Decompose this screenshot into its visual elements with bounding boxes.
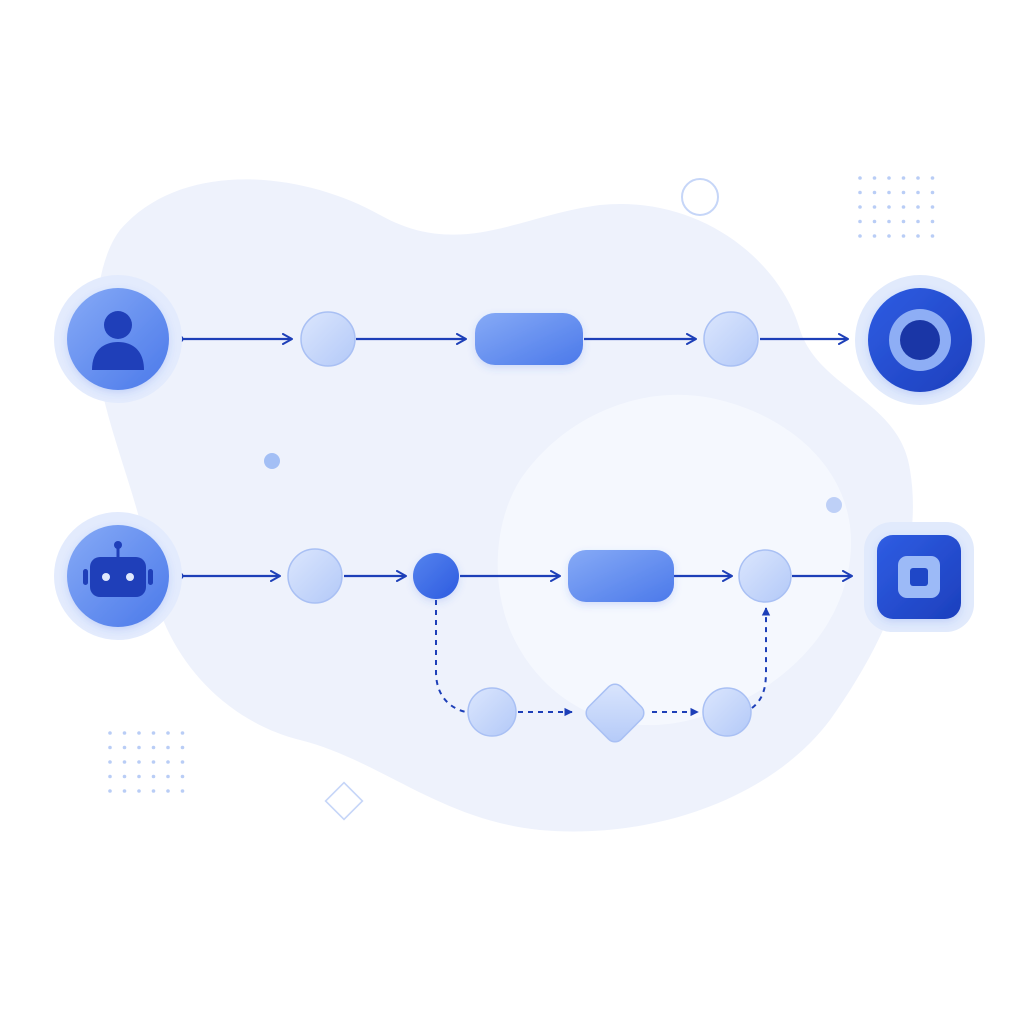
branch-step-diamond xyxy=(585,683,645,743)
flow-step-pill xyxy=(568,550,674,602)
grid-dot xyxy=(108,774,112,779)
grid-dot xyxy=(151,745,156,750)
target-icon xyxy=(889,309,951,371)
grid-dot xyxy=(166,731,170,735)
grid-dot xyxy=(872,190,877,195)
grid-dot xyxy=(137,731,141,735)
bottom-flow-row xyxy=(54,512,974,743)
robot-actor-node xyxy=(54,512,182,640)
grid-dot xyxy=(872,205,877,209)
grid-dot xyxy=(180,760,185,764)
robot-icon xyxy=(83,541,153,597)
grid-dot xyxy=(930,190,935,195)
grid-dot xyxy=(137,760,141,764)
grid-dot xyxy=(180,745,185,750)
grid-dot xyxy=(137,774,141,779)
decor-ring xyxy=(681,178,719,216)
grid-dot xyxy=(901,234,906,238)
grid-dot xyxy=(858,234,862,238)
grid-dot xyxy=(151,774,156,779)
grid-dot xyxy=(872,219,877,224)
grid-dot xyxy=(122,760,127,764)
grid-dot xyxy=(901,190,906,195)
grid-dot xyxy=(858,190,862,195)
target-end-node xyxy=(855,275,985,405)
grid-dot xyxy=(151,760,156,764)
grid-dot xyxy=(887,190,891,195)
flow-step-pill xyxy=(475,313,583,365)
decor-dot xyxy=(264,453,280,469)
grid-dot xyxy=(151,789,156,793)
grid-dot xyxy=(887,176,891,180)
decor-dot-grid xyxy=(858,176,935,238)
grid-dot xyxy=(122,731,127,735)
grid-dot xyxy=(122,745,127,750)
branch-return-dashed xyxy=(751,607,771,709)
decor-diamond xyxy=(324,781,364,821)
stop-end-node xyxy=(864,522,974,632)
grid-dot xyxy=(930,176,935,180)
grid-dot xyxy=(887,219,891,224)
branch-step-circle xyxy=(467,687,517,737)
flow-step-circle xyxy=(300,311,356,367)
grid-dot xyxy=(166,745,170,750)
flow-step-circle xyxy=(703,311,759,367)
grid-dot xyxy=(122,789,127,793)
grid-dot xyxy=(916,219,920,224)
top-flow-row xyxy=(54,275,985,405)
grid-dot xyxy=(151,731,156,735)
branch-step-circle xyxy=(702,687,752,737)
grid-dot xyxy=(858,219,862,224)
grid-dot xyxy=(180,789,185,793)
grid-dot xyxy=(901,205,906,209)
grid-dot xyxy=(887,205,891,209)
grid-dot xyxy=(180,774,185,779)
grid-dot xyxy=(166,774,170,779)
grid-dot xyxy=(166,760,170,764)
grid-dot xyxy=(122,774,127,779)
flow-step-circle xyxy=(287,548,343,604)
user-actor-node xyxy=(54,275,182,403)
grid-dot xyxy=(916,190,920,195)
grid-dot xyxy=(901,176,906,180)
decor-dot-grid xyxy=(108,731,185,793)
grid-dot xyxy=(887,234,891,238)
grid-dot xyxy=(137,789,141,793)
grid-dot xyxy=(108,731,112,735)
grid-dot xyxy=(916,234,920,238)
decor-dot xyxy=(826,497,842,513)
flow-step-circle xyxy=(738,549,792,603)
grid-dot xyxy=(166,789,170,793)
stop-square-icon xyxy=(898,556,940,598)
grid-dot xyxy=(916,176,920,180)
grid-dot xyxy=(858,205,862,209)
grid-dot xyxy=(137,745,141,750)
grid-dot xyxy=(901,219,906,224)
grid-dot xyxy=(916,205,920,209)
grid-dot xyxy=(872,234,877,238)
grid-dot xyxy=(858,176,862,180)
grid-dot xyxy=(930,205,935,209)
user-icon xyxy=(92,311,144,370)
grid-dot xyxy=(108,760,112,764)
grid-dot xyxy=(930,219,935,224)
branch-connector-dashed xyxy=(435,600,467,713)
decision-node xyxy=(413,553,459,599)
grid-dot xyxy=(930,234,935,238)
background-blob-highlight xyxy=(497,394,852,726)
grid-dot xyxy=(108,789,112,793)
grid-dot xyxy=(872,176,877,180)
grid-dot xyxy=(108,745,112,750)
grid-dot xyxy=(180,731,185,735)
